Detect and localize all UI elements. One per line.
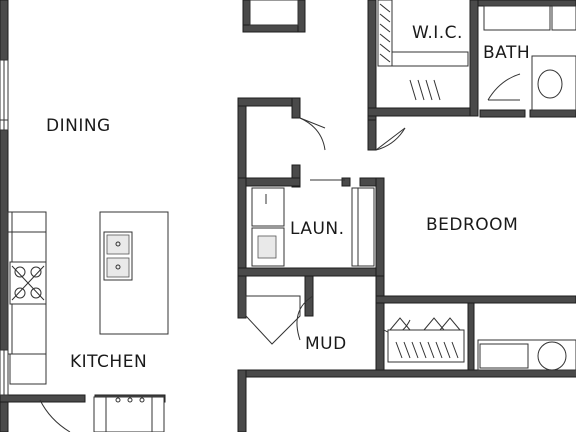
top-cabinet [249, 0, 299, 26]
room-label-kitchen: KITCHEN [70, 352, 147, 372]
room-labels: DINING KITCHEN W.I.C. BATH LAUN. BEDROOM… [46, 23, 530, 372]
bath-fixtures [483, 5, 576, 111]
room-label-wic: W.I.C. [412, 23, 463, 43]
laundry-appliances [251, 187, 375, 267]
room-label-bath: BATH [483, 43, 530, 63]
room-label-laundry: LAUN. [290, 219, 345, 239]
room-label-dining: DINING [46, 116, 111, 136]
kitchen-bottom-fixture [39, 396, 165, 432]
wic-shelving [377, 0, 469, 101]
bottom-right-fixtures [477, 339, 576, 371]
toilet-icon [537, 69, 563, 99]
kitchen-counters [7, 211, 47, 385]
bathtub-icon [483, 5, 551, 31]
room-label-mud: MUD [305, 334, 347, 354]
room-label-bedroom: BEDROOM [426, 215, 518, 235]
kitchen-island [99, 211, 169, 335]
windows [0, 59, 9, 396]
doors [245, 117, 411, 345]
dryer-icon [251, 187, 285, 227]
bedroom-closet [387, 317, 465, 363]
